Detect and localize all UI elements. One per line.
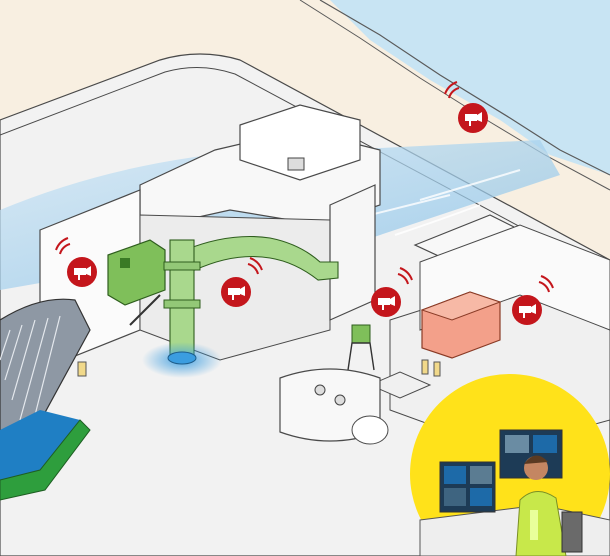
- pump-column: [169, 239, 195, 359]
- shore-line-inner: [299, 0, 610, 191]
- generator-top: [420, 291, 502, 321]
- operator: [515, 455, 583, 556]
- camera-marker-2: [55, 237, 97, 287]
- pump-column-flange-2: [163, 299, 201, 309]
- pump-motor: [107, 239, 166, 306]
- discharge-pipe: [184, 236, 339, 281]
- operator-chair: [561, 511, 583, 553]
- camera-marker-4: [371, 267, 413, 317]
- camera-marker-1: [444, 81, 488, 133]
- pump-column-flange: [163, 261, 201, 271]
- intake-channel-water: [0, 410, 80, 480]
- roof-upper-block: [239, 104, 361, 181]
- sensor-post-2: [433, 361, 441, 377]
- access-stairs: [129, 294, 161, 326]
- pump-building-wall-right: [329, 184, 376, 321]
- trash-rack-bars: [0, 315, 61, 436]
- shore-line: [319, 0, 610, 176]
- roof-vent: [287, 157, 305, 171]
- camera-marker-5: [512, 275, 554, 325]
- tank-hatch-1: [314, 384, 326, 396]
- camera-marker-3: [221, 257, 263, 307]
- sea-water: [330, 0, 610, 175]
- pump-intake-bell: [167, 351, 197, 365]
- motor-panel: [120, 258, 130, 268]
- tank-hatch-2: [334, 394, 346, 406]
- control-panel-base: [368, 371, 432, 399]
- transformer-frame: [347, 342, 375, 371]
- sensor-post-1: [421, 359, 429, 375]
- intake-channel-wall: [0, 419, 91, 501]
- stream-ripple: [369, 169, 521, 236]
- transformer-box: [351, 324, 371, 344]
- platform-rim: [0, 66, 610, 276]
- storage-tank-end: [351, 415, 389, 445]
- intake-sensor: [77, 361, 87, 377]
